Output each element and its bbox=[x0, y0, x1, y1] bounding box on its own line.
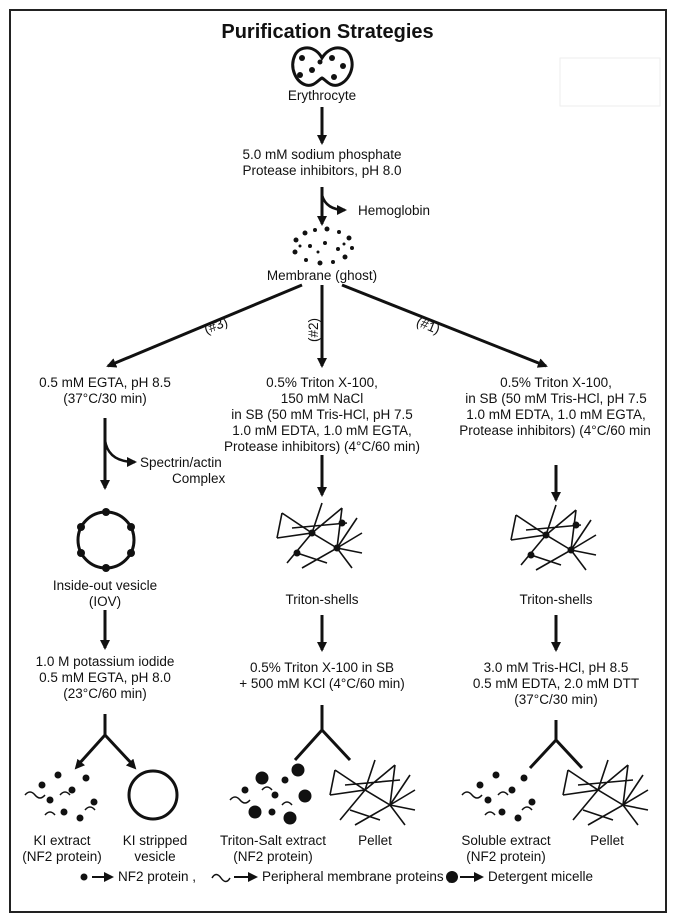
col1-shells-label: Triton-shells bbox=[519, 592, 593, 607]
soluble-extract-line-2: (NF2 protein) bbox=[466, 849, 546, 864]
soluble-extract-line-1: Soluble extract bbox=[461, 833, 551, 848]
col1-step2-line-2: 0.5 mM EDTA, 2.0 mM DTT bbox=[472, 676, 640, 691]
legend-peripheral: Peripheral membrane proteins , bbox=[262, 869, 452, 884]
erythrocyte-icon bbox=[291, 46, 354, 87]
lysis-line-2: Protease inhibitors, pH 8.0 bbox=[242, 163, 402, 178]
arrow-hemoglobin bbox=[320, 194, 347, 215]
arrow-col3-split bbox=[76, 714, 135, 767]
pellet-icon-1 bbox=[562, 759, 649, 826]
arrow-col1-split bbox=[528, 720, 584, 770]
col2-step1-line-1: 0.5% Triton X-100, bbox=[266, 375, 378, 390]
col2-step1-line-5: Protease inhibitors) (4°C/60 min) bbox=[224, 439, 420, 454]
soluble-extract-icon bbox=[461, 771, 536, 822]
arrow-spectrin bbox=[103, 439, 137, 467]
col3-step2-line-1: 1.0 M potassium iodide bbox=[35, 654, 175, 669]
triton-shell-icon-2 bbox=[276, 502, 363, 569]
legend-micelle: Detergent micelle bbox=[488, 869, 594, 884]
col1-step1-line-2: in SB (50 mM Tris-HCl, pH 7.5 bbox=[465, 391, 647, 406]
legend-nf2: NF2 protein , bbox=[118, 869, 197, 884]
iov-vesicle-icon bbox=[76, 508, 136, 572]
col3-step2-line-2: 0.5 mM EGTA, pH 8.0 bbox=[39, 670, 171, 685]
ki-extract-icon bbox=[24, 771, 98, 822]
hemoglobin-label: Hemoglobin bbox=[358, 203, 431, 218]
col3-step1-line-1: 0.5 mM EGTA, pH 8.5 bbox=[39, 375, 171, 390]
col2-step1-line-4: 1.0 mM EDTA, 1.0 mM EGTA, bbox=[232, 423, 412, 438]
ki-stripped-line-1: KI stripped bbox=[122, 833, 188, 848]
diagram-title: Purification Strategies bbox=[221, 21, 434, 43]
col3-step1-line-2: (37°C/30 min) bbox=[63, 391, 147, 406]
triton-salt-line-2: (NF2 protein) bbox=[233, 849, 313, 864]
triton-shell-icon-1 bbox=[510, 504, 597, 571]
triton-salt-line-1: Triton-Salt extract bbox=[219, 833, 327, 848]
pellet-label-2: Pellet bbox=[358, 833, 392, 848]
col1-step2-line-1: 3.0 mM Tris-HCl, pH 8.5 bbox=[483, 660, 629, 675]
arrow-col2-split bbox=[293, 705, 352, 762]
iov-line-2: (IOV) bbox=[88, 594, 122, 609]
arrow-branch-1 bbox=[341, 283, 548, 368]
legend-graphics bbox=[80, 871, 484, 883]
arrow-branch-3 bbox=[106, 283, 303, 368]
ki-stripped-line-2: vesicle bbox=[134, 849, 176, 864]
pellet-label-1: Pellet bbox=[590, 833, 624, 848]
spectrin-line-1: Spectrin/actin bbox=[140, 455, 222, 470]
outer-border bbox=[9, 9, 667, 913]
col1-step2-line-3: (37°C/30 min) bbox=[514, 692, 598, 707]
col2-step2-line-2: + 500 mM KCl (4°C/60 min) bbox=[239, 676, 405, 691]
blank-patch bbox=[559, 57, 661, 107]
membrane-label: Membrane (ghost) bbox=[266, 268, 378, 283]
col2-shells-label: Triton-shells bbox=[285, 592, 359, 607]
erythrocyte-label: Erythrocyte bbox=[287, 88, 357, 103]
col1-step1-line-4: Protease inhibitors) (4°C/60 min bbox=[459, 423, 651, 438]
membrane-ghost-icon bbox=[292, 226, 354, 266]
col1-step1-line-3: 1.0 mM EDTA, 1.0 mM EGTA, bbox=[466, 407, 646, 422]
iov-line-1: Inside-out vesicle bbox=[52, 578, 158, 593]
col1-step1-line-1: 0.5% Triton X-100, bbox=[500, 375, 612, 390]
branch-label-2: (#2) bbox=[306, 318, 321, 343]
ki-extract-line-2: (NF2 protein) bbox=[22, 849, 102, 864]
ki-stripped-vesicle-icon bbox=[127, 769, 179, 821]
col3-step2-line-3: (23°C/60 min) bbox=[63, 686, 147, 701]
ki-extract-line-1: KI extract bbox=[33, 833, 91, 848]
pellet-icon-2 bbox=[329, 759, 416, 826]
col2-step1-line-3: in SB (50 mM Tris-HCl, pH 7.5 bbox=[231, 407, 413, 422]
col2-step1-line-2: 150 mM NaCl bbox=[280, 391, 364, 406]
triton-salt-extract-icon bbox=[229, 763, 312, 825]
lysis-line-1: 5.0 mM sodium phosphate bbox=[242, 147, 402, 162]
col2-step2-line-1: 0.5% Triton X-100 in SB bbox=[249, 660, 395, 675]
spectrin-line-2: Complex bbox=[172, 471, 226, 486]
